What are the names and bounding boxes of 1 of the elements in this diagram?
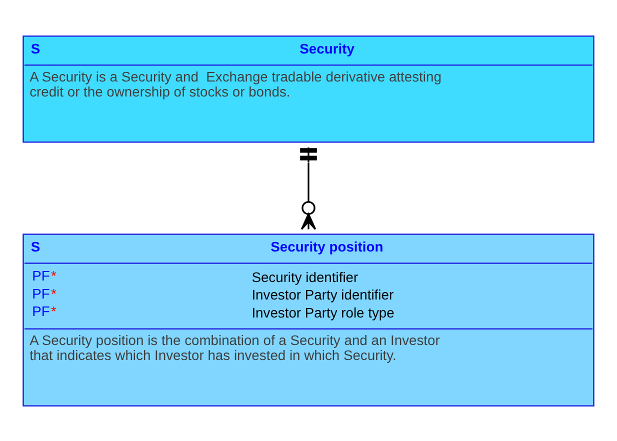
connector bbox=[300, 146, 317, 230]
